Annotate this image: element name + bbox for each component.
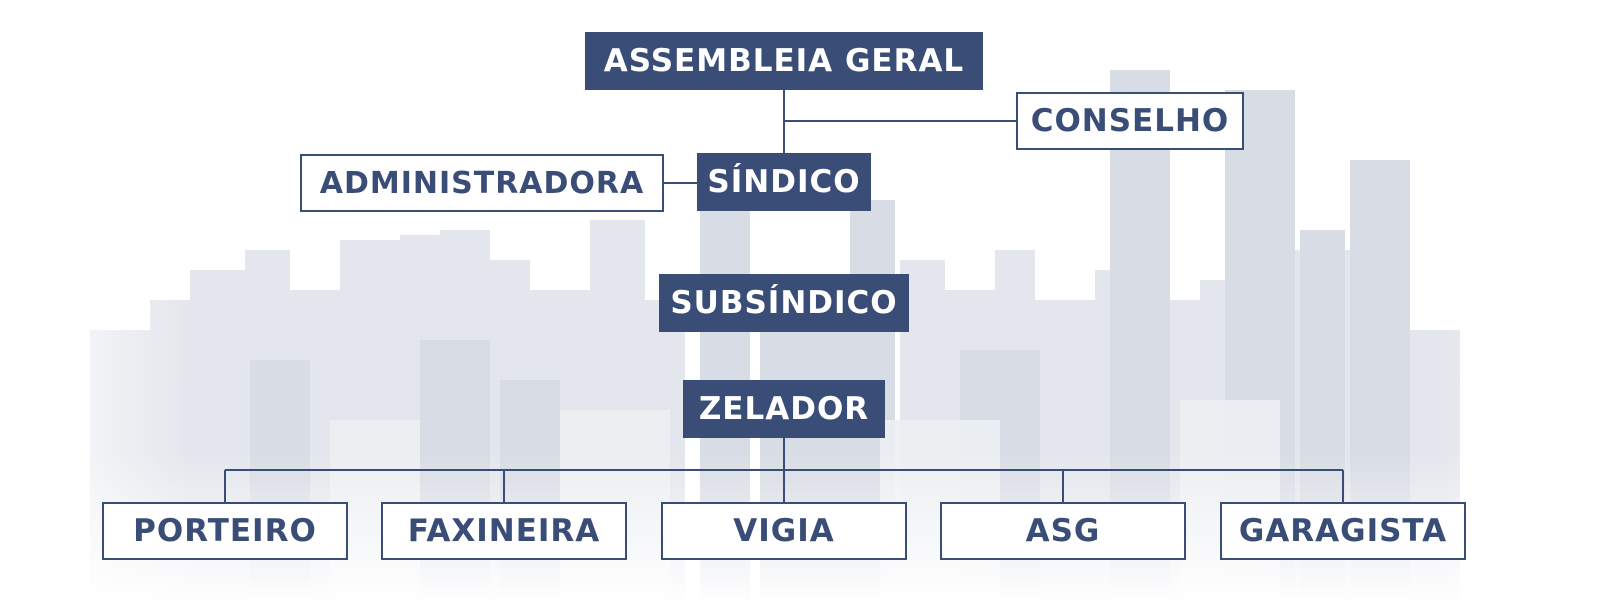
administradora-box: ADMINISTRADORA xyxy=(300,154,664,212)
porteiro-box: PORTEIRO xyxy=(102,502,348,560)
asg-box: ASG xyxy=(940,502,1186,560)
conselho-box: CONSELHO xyxy=(1016,92,1244,150)
vigia-box: VIGIA xyxy=(661,502,907,560)
assembleia-geral-box: ASSEMBLEIA GERAL xyxy=(585,32,983,90)
sindico-box: SÍNDICO xyxy=(697,153,871,211)
subsindico-box: SUBSÍNDICO xyxy=(659,274,909,332)
garagista-box: GARAGISTA xyxy=(1220,502,1466,560)
faxineira-box: FAXINEIRA xyxy=(381,502,627,560)
zelador-box: ZELADOR xyxy=(683,380,885,438)
